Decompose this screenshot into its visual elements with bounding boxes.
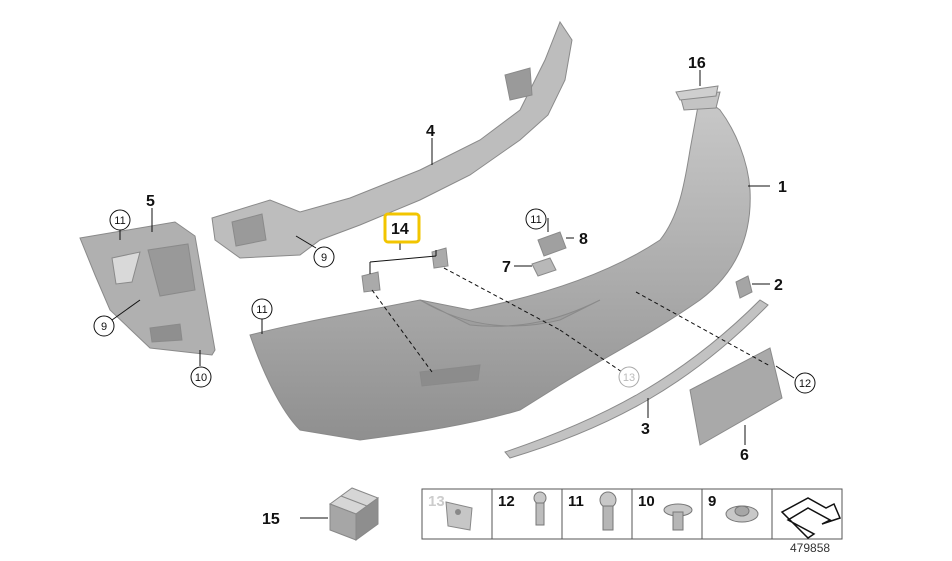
table-cell-9: 9 (708, 493, 759, 523)
svg-text:11: 11 (568, 493, 584, 510)
label-part-15: 15 (262, 511, 280, 528)
circled-label-9-bracket: 9 (93, 315, 115, 337)
svg-text:11: 11 (256, 304, 267, 316)
label-part-5: 5 (146, 193, 155, 210)
table-cell-10: 10 (638, 493, 693, 531)
side-bracket-part (79, 221, 216, 356)
leader-lines (111, 70, 795, 519)
svg-text:9: 9 (708, 493, 716, 510)
small-parts-table: 13 12 11 10 9 (421, 488, 843, 540)
dashed-lines (371, 267, 771, 373)
top-trim-part (675, 85, 719, 101)
circled-label-11-bracket: 11 (525, 208, 547, 230)
cover-cap-part (735, 275, 753, 299)
document-number: 479858 (790, 541, 830, 555)
license-plate-base-part (689, 347, 783, 446)
label-part-4: 4 (426, 123, 435, 140)
carrier-part (211, 20, 573, 259)
label-part-7: 7 (502, 259, 511, 276)
circled-label-11-left: 11 (109, 209, 131, 231)
label-part-16: 16 (688, 55, 706, 72)
table-cell-13: 13 (428, 493, 473, 531)
svg-text:12: 12 (799, 378, 811, 390)
circled-label-10: 10 (190, 366, 212, 388)
circled-label-11-bumper: 11 (251, 298, 273, 320)
arrow-symbol-icon (780, 497, 842, 539)
circled-label-12: 12 (794, 372, 816, 394)
svg-text:9: 9 (101, 321, 107, 333)
label-part-1: 1 (778, 179, 787, 196)
small-parts-box-15 (328, 487, 380, 541)
table-cell-12: 12 (498, 491, 547, 526)
label-part-2: 2 (774, 277, 783, 294)
svg-text:11: 11 (530, 214, 541, 226)
circled-label-13: 13 (618, 366, 640, 388)
gasket-part-7 (531, 257, 557, 277)
svg-text:9: 9 (321, 252, 327, 264)
bracket-part-8 (537, 231, 567, 257)
svg-text:10: 10 (638, 493, 655, 510)
svg-text:12: 12 (498, 493, 515, 510)
trim-strip-part (504, 299, 769, 459)
highlighted-label-14: 14 (383, 212, 421, 244)
clip-part-14 (361, 247, 449, 293)
label-part-8: 8 (579, 231, 588, 248)
label-part-6: 6 (740, 447, 749, 464)
label-part-3: 3 (641, 421, 650, 438)
svg-text:10: 10 (195, 372, 207, 384)
label-part-14: 14 (391, 221, 409, 238)
svg-text:13: 13 (428, 493, 445, 510)
svg-text:11: 11 (114, 215, 125, 227)
table-cell-11: 11 (568, 491, 617, 531)
svg-text:13: 13 (623, 372, 635, 384)
circled-label-9-carrier: 9 (313, 246, 335, 268)
